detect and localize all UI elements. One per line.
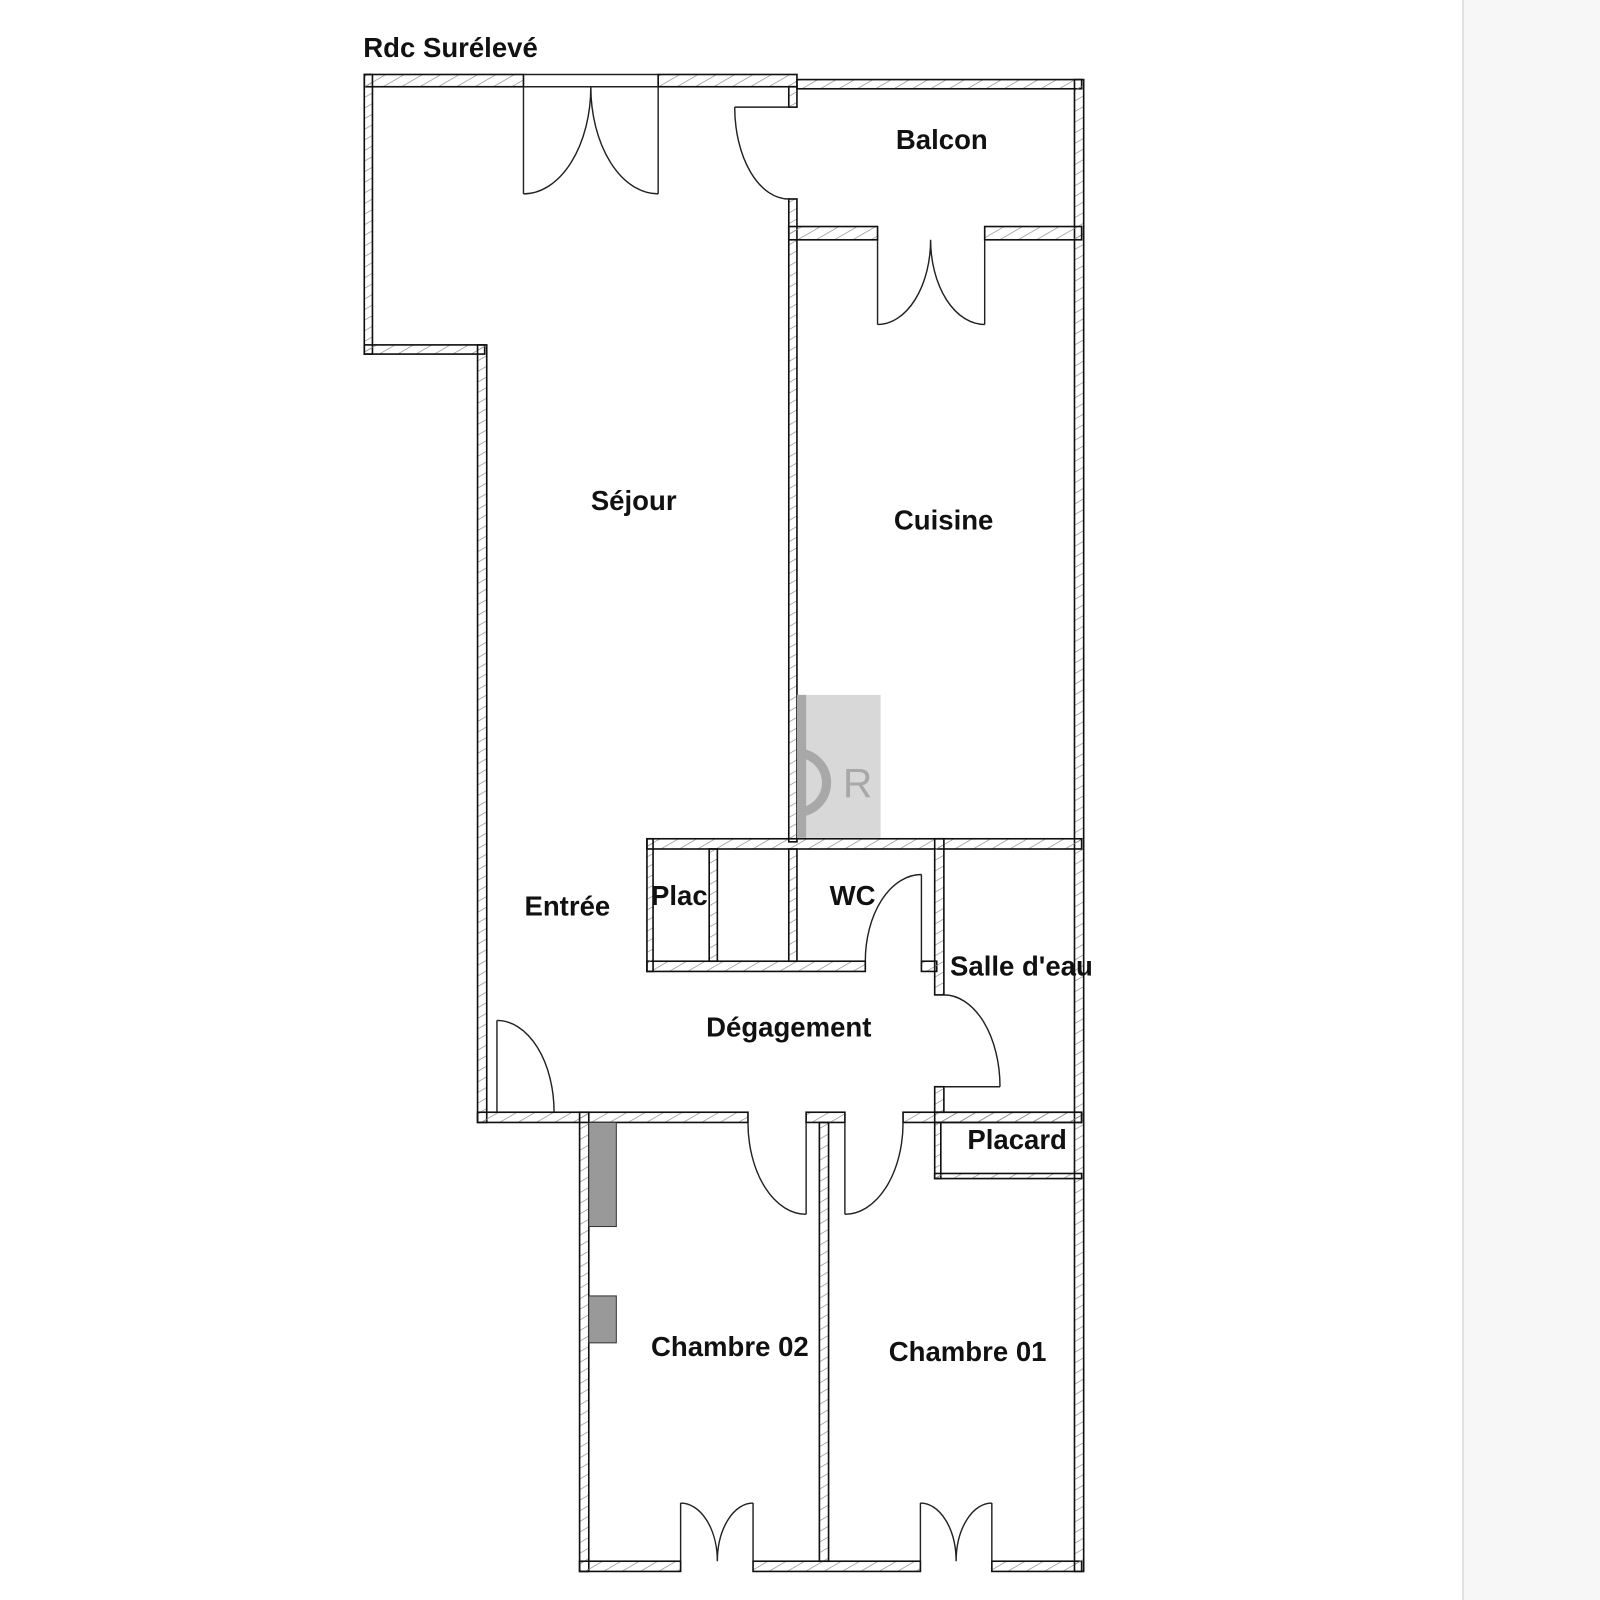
wall-segment — [476, 1111, 749, 1124]
wall-segment — [476, 344, 488, 1124]
wall-segment — [708, 848, 719, 963]
room-label-degagement: Dégagement — [706, 1012, 871, 1043]
wall-segment — [787, 848, 798, 963]
door-swing-icon — [876, 239, 986, 326]
door-swing-icon — [919, 1502, 993, 1562]
wall-segment — [991, 1560, 1083, 1573]
room-label-chambre01: Chambre 01 — [889, 1336, 1047, 1367]
room-label-salle-eau: Salle d'eau — [950, 951, 1093, 982]
wall-segment — [363, 73, 525, 88]
walls — [363, 73, 1085, 1573]
room-label-sejour: Séjour — [591, 485, 677, 516]
watermark-text: R — [843, 760, 872, 806]
room-label-balcon: Balcon — [896, 124, 988, 155]
wall-segment — [787, 225, 879, 241]
door-swing-icon — [864, 873, 923, 962]
wall-segment — [578, 1560, 682, 1573]
plan-title: Rdc Surélevé — [363, 32, 538, 63]
door-swing-icon — [733, 106, 789, 200]
wall-segment — [646, 960, 867, 973]
door-swing-icon — [522, 86, 659, 195]
side-panel — [1462, 0, 1600, 1600]
room-label-cuisine: Cuisine — [894, 505, 994, 536]
wall-segment — [933, 1111, 1083, 1124]
wall-segment — [933, 1121, 942, 1180]
door-swing-icon — [523, 73, 659, 88]
watermark-logo: R — [796, 694, 881, 838]
room-label-plac: Plac — [651, 880, 708, 911]
wall-segment — [1073, 78, 1085, 1573]
door-swing-icon — [844, 1122, 904, 1215]
wall-segment — [933, 837, 945, 996]
door-swing-icon — [747, 1122, 807, 1215]
wall-segment — [787, 85, 798, 108]
wall-segment — [933, 1172, 1083, 1180]
wall-segment — [657, 73, 798, 88]
wall-segment — [787, 198, 798, 843]
room-label-chambre02: Chambre 02 — [651, 1331, 809, 1362]
wall-segment — [646, 837, 654, 973]
room-label-wc: WC — [830, 880, 876, 911]
room-label-entree: Entrée — [524, 890, 610, 921]
wall-segment — [933, 1085, 945, 1114]
wall-segment — [818, 1121, 830, 1563]
wall-segment — [752, 1560, 922, 1573]
fixture-block — [588, 1121, 617, 1228]
wall-segment — [578, 1111, 590, 1573]
doors — [496, 73, 1001, 1562]
fixture-block — [588, 1295, 617, 1344]
wall-segment — [363, 73, 374, 355]
wall-segment — [805, 1111, 846, 1124]
door-swing-icon — [943, 994, 1001, 1088]
wall-segment — [363, 344, 486, 355]
wall-segment — [646, 837, 1083, 850]
room-label-placard: Placard — [967, 1124, 1067, 1155]
door-swing-icon — [679, 1502, 754, 1562]
wall-segment — [983, 225, 1083, 241]
door-swing-icon — [496, 1019, 555, 1113]
wall-segment — [796, 78, 1083, 90]
